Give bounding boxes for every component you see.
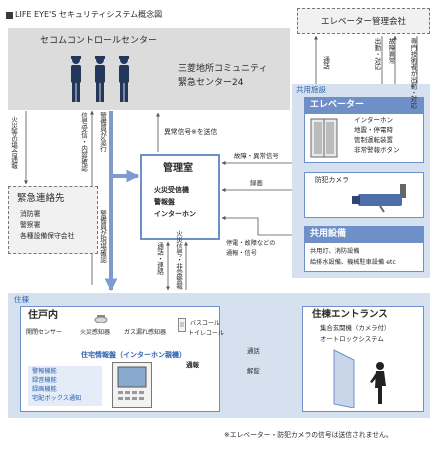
shared-equipment-item-lights: 共用灯、消防設備 [310, 248, 360, 255]
label-guard-onsite: 警備員が現場確認 [98, 210, 107, 263]
emergency-contacts-box [8, 186, 98, 254]
emergency-contacts-title: 緊急連絡先 [17, 193, 65, 204]
shared-equipment-header [304, 226, 424, 243]
title-marker-icon [6, 12, 13, 19]
label-specialist-dispatch: 専門技術者が出動・対応 [409, 38, 418, 109]
label-call-elevator-company: 通話 [321, 56, 330, 70]
management-office-fire-receiver: 火災受信機 [154, 186, 189, 194]
secom-title: セコムコントロールセンター [40, 36, 158, 46]
elevator-item-quake-outage: 地震・停電時 [354, 126, 393, 134]
shared-facilities-label: 共用施設 [296, 85, 326, 94]
emergency-contact-maintenance: 各種設備保守会社 [20, 232, 75, 240]
sensor-fire: 火災感知器 [80, 329, 111, 336]
emergency-contact-police: 警察署 [20, 221, 41, 229]
entrance-item-autolock: オートロックシステム [320, 335, 384, 343]
entrance-title: 住棟エントランス [312, 309, 388, 320]
elevator-item-alarm-button: 非常警報ボタン [354, 146, 400, 154]
info-panel-title: 住宅情報盤（インターホン親機） [81, 351, 186, 359]
emergency-contact-fire-station: 消防署 [20, 210, 41, 218]
label-dispatch-response: 出動・対応 [373, 38, 382, 70]
report-label: 通報 [186, 361, 199, 369]
label-unlock: 解錠 [247, 367, 260, 375]
label-failure-abnormal: 故障異常 [387, 38, 396, 64]
label-guard-dispatch: 警備員が急行 [98, 112, 107, 152]
smoke-detector-icon [94, 315, 108, 323]
label-fire-report: 火災等の場合通報 [9, 116, 18, 169]
label-call-contact: 通話・連絡 [155, 242, 164, 275]
elevator-item-intercom: インターホン [354, 116, 393, 124]
label-outage-report-1: 停電・故障などの [226, 240, 276, 247]
arrow-outage-report [221, 216, 302, 236]
elevator-header [304, 97, 424, 114]
label-fire-alarm: 火災信号・非常警報 [174, 230, 183, 290]
label-recording: 録画 [250, 179, 263, 187]
management-office-box [140, 154, 220, 240]
unit-interior-title: 住戸内 [28, 310, 58, 321]
community-center-line2: 緊急センター24 [178, 78, 244, 88]
security-guards-icon [71, 56, 129, 102]
elevator-company-box: エレベーター管理会社 [297, 8, 430, 34]
feature-recording-audio: 録音機能 [32, 377, 57, 384]
sensor-bath-call: バスコール [190, 320, 221, 327]
management-office-alarm-panel: 警報盤 [154, 198, 175, 206]
entrance-box [302, 306, 424, 412]
management-office-title: 管理室 [163, 163, 193, 174]
shared-equipment-title: 共用設備 [310, 229, 347, 239]
community-center-line1: 三菱地所コミュニティ [178, 64, 268, 74]
label-abnormal-signal: 異常信号※を送信 [164, 128, 218, 136]
label-fault-signal: 故障・異常信号 [234, 152, 279, 160]
entrance-item-intercom: 集合玄関機（カメラ付） [320, 324, 391, 332]
elevator-company-title: エレベーター管理会社 [320, 17, 406, 27]
feature-delivery-box: 宅配ボックス通知 [32, 395, 82, 402]
panel-features-box [28, 366, 102, 406]
elevator-title: エレベーター [310, 100, 365, 110]
management-office-intercom: インターホン [154, 210, 196, 218]
security-camera-icon [352, 184, 406, 213]
footnote: ※エレベーター・防犯カメラの信号は送信されません。 [224, 431, 393, 439]
feature-recording-video: 録画機能 [32, 386, 57, 393]
sensor-toilet-call: トイレコール [188, 330, 225, 337]
diagram-title: LIFE EYE'S セキュリティシステム概念図 [15, 10, 163, 19]
elevator-car-icon [310, 118, 338, 158]
label-signal-receive: 信号受信・内容確認 [79, 112, 88, 172]
residence-area-label: 住棟 [14, 295, 29, 304]
elevator-item-control-operation: 管制運転装置 [354, 136, 393, 144]
shared-equipment-item-water: 給排水設備、機械駐車設備 etc [310, 259, 396, 266]
sensor-gas-leak: ガス漏れ感知器 [124, 329, 167, 336]
label-outage-report-2: 通報・信号 [226, 250, 257, 257]
bath-call-switch-icon [178, 318, 186, 332]
feature-alarm: 警報機能 [32, 368, 57, 375]
camera-label: 防犯カメラ [315, 176, 349, 184]
label-call-entrance: 通話 [247, 347, 260, 355]
entrance-door-person-icon [333, 349, 386, 408]
secom-control-center-box [8, 28, 290, 110]
arrow-guard-dispatch [109, 111, 140, 183]
intercom-panel-icon [112, 362, 152, 408]
sensor-door-window: 開閉センサー [26, 329, 63, 336]
